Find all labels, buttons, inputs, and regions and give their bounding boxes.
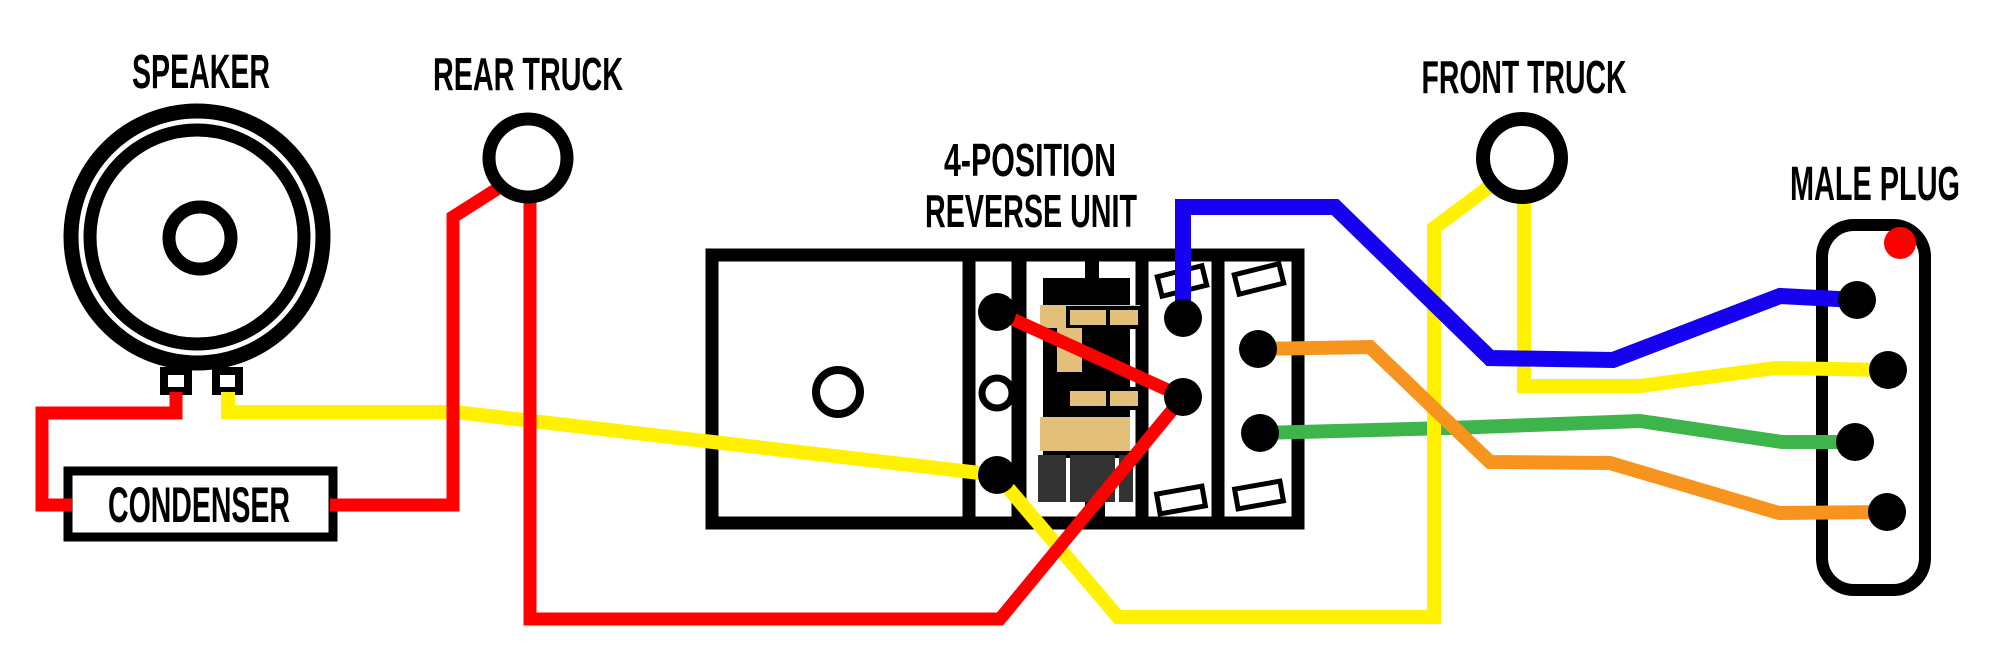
male-plug-pins	[1836, 227, 1916, 531]
speaker-terminal-right	[212, 367, 243, 395]
wire-red-speaker-to-condenser	[35, 392, 183, 512]
reverse-unit-terminals	[978, 293, 1279, 494]
plug-pin-2	[1869, 351, 1907, 389]
lug-top-2	[1231, 260, 1287, 298]
condenser-label: CONDENSER	[108, 477, 290, 533]
plug-pin-1	[1838, 281, 1876, 319]
terminal-orange	[1239, 330, 1277, 368]
coil-assembly	[1038, 261, 1142, 518]
wire-red-condenser-to-rear-truck	[330, 183, 501, 512]
labels: SPEAKER REAR TRUCK 4-POSITION REVERSE UN…	[108, 46, 1960, 533]
reverse-unit-mount-hole	[812, 366, 864, 418]
male-plug-shell	[1816, 219, 1931, 596]
plug-pin-4	[1868, 493, 1906, 531]
coil-bar-bottom	[1040, 417, 1130, 451]
terminal-green	[1241, 414, 1279, 452]
plug-index-dot	[1884, 227, 1916, 259]
coil-contact-d	[1106, 387, 1142, 410]
speaker-label: SPEAKER	[132, 46, 270, 99]
wire-yellow-unit-to-front-truck	[991, 181, 1494, 624]
wire-blue-to-plug	[1175, 199, 1858, 369]
front-truck-ring	[1476, 112, 1568, 204]
coil-contact-a	[1066, 306, 1110, 329]
terminal-center	[1164, 378, 1202, 416]
coil-drum-1	[1038, 455, 1066, 502]
wire-green-to-plug	[1259, 413, 1855, 449]
wires	[35, 181, 1889, 626]
speaker	[63, 103, 331, 395]
rear-truck-ring	[482, 112, 574, 204]
coil-plunger	[1085, 261, 1099, 283]
wire-yellow-front-truck-to-plug	[1517, 198, 1889, 393]
terminal-strip-top	[978, 293, 1016, 331]
lug-bottom-1	[1153, 483, 1209, 517]
coil-contact-c	[1066, 387, 1110, 410]
reverse-unit-label-line1: 4-POSITION	[944, 134, 1116, 186]
condenser-box	[63, 466, 338, 542]
wire-orange-to-plug	[1257, 339, 1888, 521]
male-plug-label: MALE PLUG	[1790, 158, 1960, 211]
front-truck-label: FRONT TRUCK	[1422, 51, 1627, 103]
rear-truck-label: REAR TRUCK	[433, 48, 623, 100]
plug-pin-3	[1836, 423, 1874, 461]
terminal-strip-bottom	[978, 456, 1016, 494]
wire-red-unit-internal	[994, 306, 1186, 403]
coil-contact-b	[1106, 306, 1142, 329]
reverse-unit-strip-hole	[978, 374, 1016, 412]
reverse-unit-label-line2: REVERSE UNIT	[925, 185, 1137, 237]
lug-bottom-2	[1231, 478, 1287, 512]
wire-red-rear-truck-to-unit	[523, 197, 1189, 626]
speaker-center-circle	[162, 200, 238, 276]
terminal-blue	[1164, 299, 1202, 337]
wire-yellow-speaker-to-unit	[221, 392, 998, 482]
speaker-terminal-left	[160, 367, 192, 395]
